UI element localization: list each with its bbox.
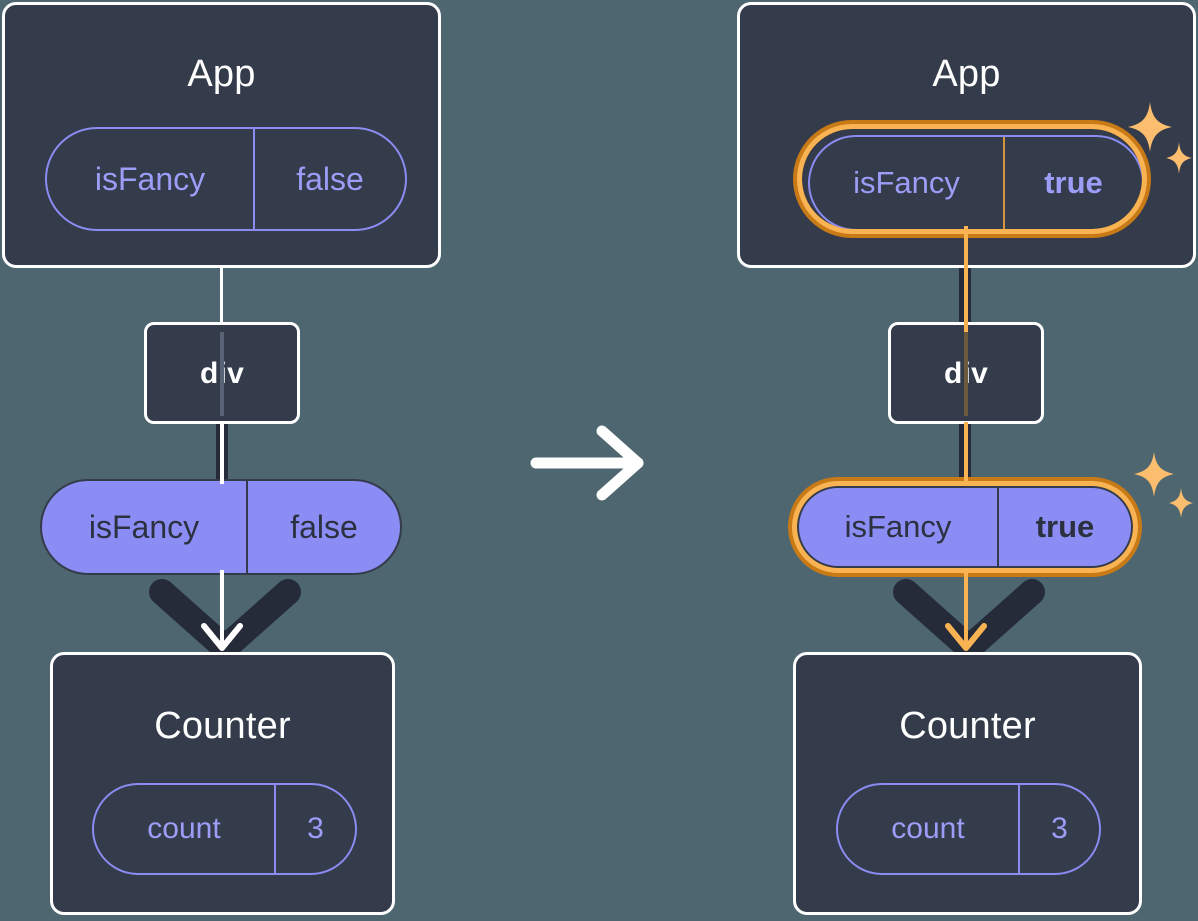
pill-divider — [997, 488, 999, 566]
counter-state-value-after: 3 — [1051, 812, 1068, 845]
connector-div-to-prop-core-before — [220, 422, 224, 484]
app-state-value-before: false — [296, 160, 364, 197]
app-box-after: App isFancy true — [737, 2, 1196, 268]
counter-state-key-before: count — [147, 812, 221, 845]
app-title-after: App — [932, 53, 1001, 95]
arrowhead-white-before — [201, 623, 243, 651]
pill-divider — [274, 785, 276, 873]
app-title-before: App — [187, 53, 256, 95]
pill-divider — [1003, 137, 1005, 229]
connector-prop-to-counter-core-before — [220, 570, 224, 644]
sparkle-icon-app-after — [1128, 102, 1192, 174]
prop-key-after: isFancy — [844, 509, 952, 544]
connector-div-to-prop-core-after — [964, 422, 968, 484]
counter-box-after: Counter count 3 — [793, 652, 1142, 915]
prop-pill-before: isFancy false — [40, 479, 402, 575]
connector-prop-to-counter-core-after — [964, 570, 968, 644]
connector-app-to-div-before — [220, 266, 223, 326]
connector-through-div-after — [964, 332, 968, 416]
app-state-key-before: isFancy — [94, 160, 206, 197]
pill-divider — [253, 129, 255, 229]
app-state-pill-after: isFancy true — [808, 135, 1144, 231]
counter-box-before: Counter count 3 — [50, 652, 395, 915]
prop-key-before: isFancy — [88, 508, 200, 545]
pill-divider — [246, 481, 248, 573]
app-state-pill-before: isFancy false — [45, 127, 407, 231]
counter-state-pill-after: count 3 — [836, 783, 1101, 875]
prop-pill-after: isFancy true — [797, 486, 1133, 568]
app-box-before: App isFancy false — [2, 2, 441, 268]
counter-state-pill-before: count 3 — [92, 783, 357, 875]
connector-through-div-before — [220, 332, 224, 416]
sparkle-icon-prop-after — [1134, 452, 1193, 518]
prop-value-before: false — [290, 508, 358, 545]
counter-state-value-before: 3 — [307, 812, 324, 845]
pill-divider — [1018, 785, 1020, 873]
counter-title-after: Counter — [899, 705, 1036, 747]
prop-value-after: true — [1035, 509, 1095, 544]
app-state-key-after: isFancy — [853, 165, 960, 200]
counter-title-before: Counter — [154, 705, 291, 747]
arrowhead-amber-after — [945, 623, 987, 651]
connector-app-to-div-core-after — [964, 226, 968, 332]
counter-state-key-after: count — [891, 812, 965, 845]
transition-arrow-icon — [530, 425, 644, 501]
app-state-value-after: true — [1044, 165, 1103, 200]
